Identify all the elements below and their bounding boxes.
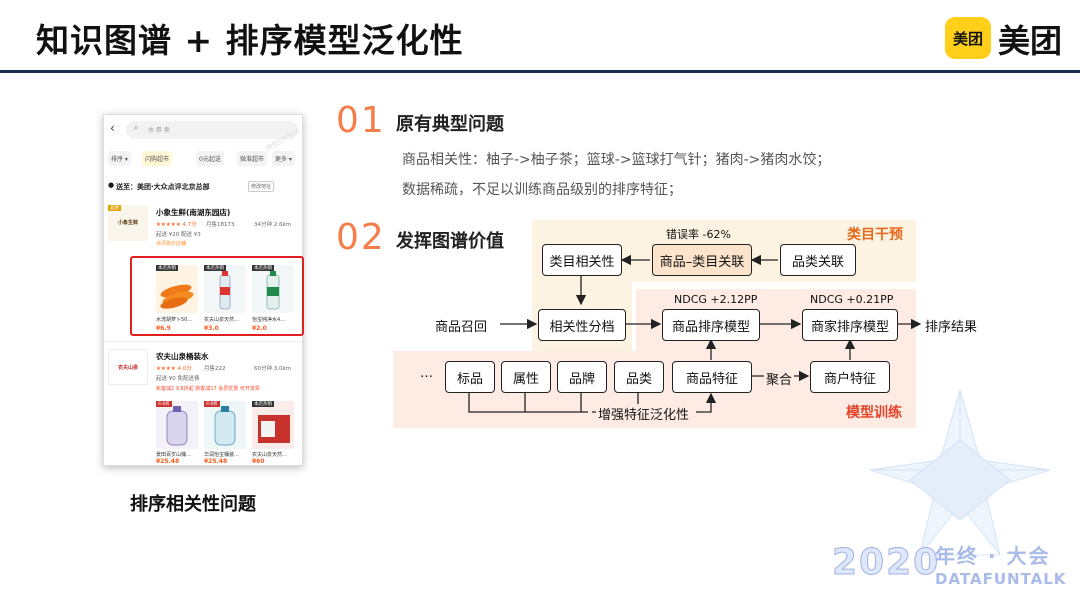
product-name: 农夫山泉天然… [204,317,240,323]
shop2-delivery: 起送 ¥0 免配送费 [156,376,200,382]
section2-title: 发挥图谱价值 [396,231,504,252]
chip-flash[interactable]: 闪购超市 [142,151,173,166]
water-jug-image [214,406,236,446]
error-rate-label: 错误率 -62% [666,228,731,241]
shop1-eta: 34分钟 2.6km [254,222,292,228]
product-price: ¥6.9 [156,325,171,332]
product-price: ¥25.48 [204,458,228,465]
ndcg-item-label: NDCG +2.12PP [674,293,758,306]
ellipsis-label: … [420,366,433,381]
yearend-decoration: 年终 · 大会 [935,544,1051,568]
node-item-rank-model: 商品排序模型 [662,309,760,341]
result-label: 排序结果 [925,320,978,335]
product-case[interactable]: 本店热销 [252,401,294,449]
product-price: ¥3.0 [204,325,219,332]
product-name: 怡宝纯净水4… [252,317,286,323]
node-relevance-tier: 相关性分档 [538,309,626,341]
aggregate-label: 聚合 [764,369,795,388]
highlight-box [130,256,304,336]
node-shop-rank-model: 商家排序模型 [802,309,898,341]
section1-title: 原有典型问题 [396,114,504,135]
meituan-logo-badge: 美团 [945,17,991,59]
search-icon: ⌕ [134,123,139,132]
product-water-2[interactable]: 本店热销 [252,265,294,313]
change-address-button[interactable]: 修改地址 [248,181,275,192]
bottle-image [266,271,280,310]
product-price: ¥60 [252,458,265,465]
bottle-image [219,271,231,310]
ndcg-shop-label: NDCG +0.21PP [810,293,894,306]
node-item-category-link: 商品–类目关联 [652,244,752,276]
product-name: 华润怡宝桶装… [204,452,240,458]
node-brand: 品牌 [557,361,607,393]
shop1-logo: 品牌 小象生鲜 [108,205,148,241]
product-carrot[interactable]: 本店热销 [156,265,198,313]
phone-search-text: 水 券 卖 [148,127,170,134]
phone-search-bar[interactable]: ⌕ 水 券 卖 [126,121,298,139]
chip-market[interactable]: 微准超市 [237,151,268,166]
shop1-name[interactable]: 小象生鲜(南湖东园店) [156,208,231,217]
datafuntalk-decoration: DATAFUNTALK [935,570,1067,588]
section1-line2: 数据稀疏，不足以训练商品级别的排序特征； [402,182,682,198]
water-jug-image [166,406,188,446]
connector-title [468,392,588,413]
shop1-tags: 点评高分店铺 [156,241,187,247]
chip-sort[interactable]: 排序 ▾ [108,151,131,166]
product-name: 景田百岁山桶… [156,452,192,458]
node-attribute: 属性 [501,361,551,393]
shop1-rating: ★★★★★ 4.7分 [156,222,197,228]
arrow-enhance-to-item-feature [696,392,717,413]
chip-more[interactable]: 更多 ▾ [272,151,295,166]
product-water-1[interactable]: 本店热销 [204,265,246,313]
product-name: 水洗胡萝卜50… [156,317,193,323]
product-price: ¥25.48 [156,458,180,465]
product-price: ¥2.0 [252,325,267,332]
node-item-feature: 商品特征 [672,361,752,393]
product-name: 农夫山泉天然… [252,452,288,458]
node-shop-feature: 商户特征 [810,361,890,393]
delivery-address[interactable]: 送至：美团·大众点评北京总部 [116,183,210,191]
shop2-logo: 农夫山泉 [108,349,148,385]
carrot-image [160,284,194,309]
region-top-label: 类目干预 [847,227,903,243]
node-category: 品类 [614,361,664,393]
enhance-label: 增强特征泛化性 [596,404,692,423]
star-decoration-icon [869,388,1051,556]
water-case-image [258,415,290,443]
node-category-relevance: 类目相关性 [542,244,622,276]
node-category-link: 品类关联 [780,244,856,276]
phone-screenshot: ‹ ⌕ 水 券 卖 排序 ▾ 闪购超市 0元起送 微准超市 更多 ▾ ● 送至：… [103,114,303,466]
year-decoration: 2020 [831,542,941,584]
product-jug-2[interactable]: 9.8折 [204,401,246,449]
shop2-name[interactable]: 农夫山泉桶装水 [156,352,209,361]
node-title: 标品 [445,361,495,393]
shop2-tags: 新客减2 9.8折起 新客减17 会员优惠 可开发票 [156,386,260,392]
shop2-eta: 60分钟 3.0km [254,366,292,372]
shop2-rating: ★★★★ 4.0分 [156,366,192,372]
header-divider [0,70,1080,73]
back-arrow-icon[interactable]: ‹ [110,121,115,135]
phone-caption: 排序相关性问题 [130,494,256,515]
section1-number: 01 [336,100,386,141]
meituan-logo-text: 美团 [998,22,1063,60]
shop1-delivery: 起送 ¥20 配送 ¥3 [156,232,201,238]
shop2-sales: 月售222 [204,366,226,372]
section1-line1: 商品相关性：柚子->柚子茶；篮球->篮球打气针；猪肉->猪肉水饺； [402,152,831,168]
section2-number: 02 [336,217,386,258]
location-pin-icon: ● [108,181,115,189]
region-bottom-label: 模型训练 [846,405,902,421]
recall-label: 商品召回 [435,320,488,335]
divider [104,341,302,342]
shop1-sales: 月售18173 [206,222,235,228]
page-title: 知识图谱 + 排序模型泛化性 [36,21,464,60]
chip-free-start[interactable]: 0元起送 [196,151,224,166]
product-jug-1[interactable]: 9.8折 [156,401,198,449]
